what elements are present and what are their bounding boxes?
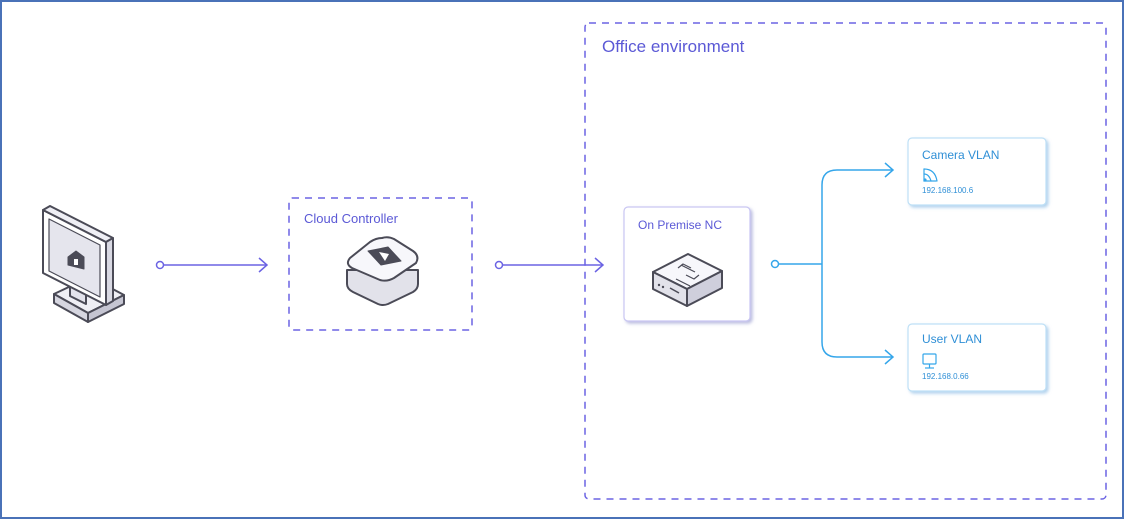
connector-nc-to-vlans bbox=[770, 162, 895, 365]
user-vlan-card bbox=[907, 323, 1047, 392]
cloud-controller-device-icon bbox=[346, 236, 419, 306]
cloud-controller-title: Cloud Controller bbox=[304, 211, 398, 226]
office-environment-boundary bbox=[584, 22, 1107, 500]
on-premise-nc-title: On Premise NC bbox=[638, 218, 723, 232]
network-controller-device-icon bbox=[652, 253, 723, 307]
user-vlan-title: User VLAN bbox=[922, 332, 983, 346]
user-vlan-ip: 192.168.0.66 bbox=[922, 372, 969, 381]
camera-vlan-title: Camera VLAN bbox=[922, 148, 1000, 162]
connector-client-to-cloud bbox=[155, 257, 269, 273]
connector-cloud-to-nc bbox=[494, 257, 605, 273]
camera-vlan-card bbox=[907, 137, 1047, 206]
monitor-icon bbox=[922, 353, 937, 369]
camera-vlan-ip: 192.168.100.6 bbox=[922, 186, 974, 195]
wifi-signal-icon bbox=[923, 168, 938, 182]
office-environment-title: Office environment bbox=[602, 37, 745, 56]
computer-monitor-home-icon bbox=[42, 205, 125, 323]
